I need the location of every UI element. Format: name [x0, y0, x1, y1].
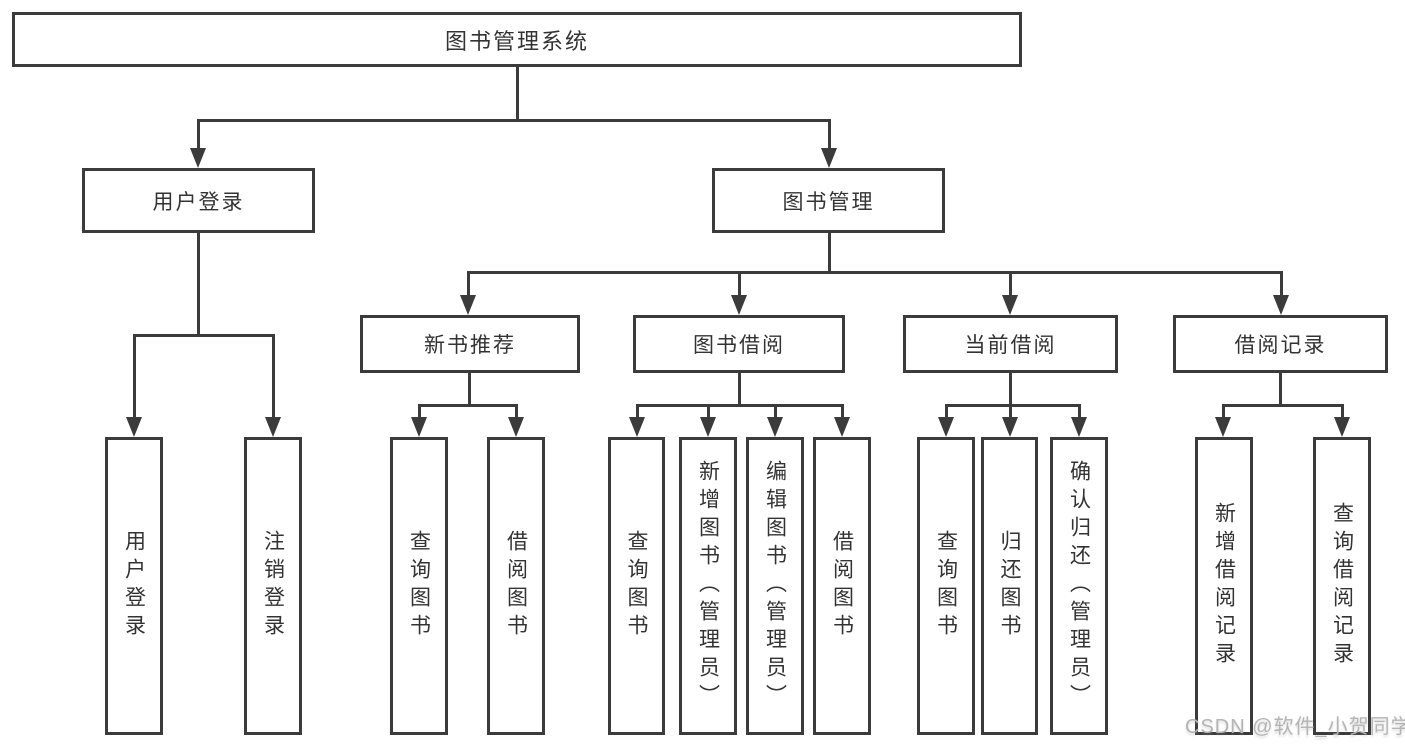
node-borrow-records: 借阅记录 [1173, 315, 1388, 373]
arrow-down-icon [834, 417, 850, 437]
connector-line [828, 119, 831, 151]
leaf-logout: 注销登录 [244, 437, 302, 735]
node-book-borrow: 图书借阅 [633, 315, 845, 373]
leaf-query-borrow-record: 查询借阅记录 [1313, 437, 1371, 735]
connector-line [1341, 404, 1344, 419]
leaf-label: 归还图书 [998, 530, 1021, 642]
connector-line [1009, 373, 1012, 406]
arrow-down-icon [265, 417, 281, 437]
leaf-label: 借阅图书 [830, 530, 854, 642]
arrow-down-icon [126, 417, 142, 437]
arrow-down-icon [411, 417, 427, 437]
arrow-down-icon [1334, 417, 1350, 437]
connector-line [707, 404, 710, 419]
leaf-label: 编辑图书（管理员） [763, 460, 787, 712]
arrow-down-icon [1002, 417, 1018, 437]
connector-line [1222, 404, 1344, 407]
leaf-label: 查询图书 [934, 530, 958, 642]
arrow-down-icon [767, 417, 783, 437]
connector-line [1222, 404, 1225, 419]
leaf-label: 查询图书 [407, 530, 431, 642]
arrow-down-icon [1215, 417, 1231, 437]
connector-line [467, 271, 1283, 274]
node-book-management: 图书管理 [712, 168, 945, 233]
leaf-edit-books-admin: 编辑图书（管理员） [746, 437, 804, 735]
arrow-down-icon [460, 295, 476, 315]
connector-line [1279, 373, 1282, 406]
connector-line [1009, 271, 1012, 297]
connector-line [774, 404, 777, 419]
connector-line [197, 119, 200, 151]
connector-line [515, 404, 518, 419]
leaf-label: 借阅图书 [504, 530, 528, 642]
connector-line [1280, 271, 1283, 297]
arrow-down-icon [700, 417, 716, 437]
leaf-label: 用户登录 [122, 530, 146, 642]
leaf-label: 查询图书 [625, 530, 648, 642]
leaf-query-books: 查询图书 [608, 437, 665, 735]
connector-line [197, 119, 831, 122]
leaf-borrow-books: 借阅图书 [813, 437, 871, 735]
arrow-down-icon [508, 417, 524, 437]
arrow-down-icon [821, 148, 837, 168]
watermark: CSDN @软件_小贺同学 [1185, 716, 1405, 738]
leaf-confirm-return-admin: 确认归还（管理员） [1050, 437, 1108, 735]
leaf-add-books-admin: 新增图书（管理员） [679, 437, 737, 735]
connector-line [133, 334, 275, 337]
leaf-add-borrow-record: 新增借阅记录 [1195, 437, 1253, 735]
connector-line [1078, 404, 1081, 419]
node-new-book-recommend: 新书推荐 [360, 315, 580, 373]
connector-line [468, 373, 471, 406]
leaf-label: 新增图书（管理员） [696, 460, 720, 712]
connector-line [516, 67, 519, 120]
connector-line [1009, 404, 1012, 419]
connector-line [197, 233, 200, 335]
connector-line [133, 334, 136, 419]
arrow-down-icon [629, 417, 645, 437]
connector-line [828, 233, 831, 273]
leaf-label: 查询借阅记录 [1330, 502, 1354, 670]
leaf-label: 新增借阅记录 [1212, 502, 1236, 670]
leaf-query-books: 查询图书 [917, 437, 975, 735]
leaf-label: 确认归还（管理员） [1067, 460, 1091, 712]
leaf-label: 注销登录 [261, 530, 285, 642]
node-current-borrow: 当前借阅 [903, 315, 1118, 373]
leaf-user-login: 用户登录 [105, 437, 163, 735]
leaf-query-books: 查询图书 [390, 437, 448, 735]
connector-line [467, 271, 470, 297]
connector-line [945, 404, 1081, 407]
connector-line [945, 404, 948, 419]
connector-line [738, 373, 741, 406]
arrow-down-icon [1002, 295, 1018, 315]
arrow-down-icon [938, 417, 954, 437]
connector-line [418, 404, 421, 419]
connector-line [272, 334, 275, 419]
connector-line [841, 404, 844, 419]
node-root: 图书管理系统 [12, 12, 1022, 67]
arrow-down-icon [1273, 295, 1289, 315]
leaf-borrow-books: 借阅图书 [487, 437, 545, 735]
connector-line [636, 404, 639, 419]
connector-line [636, 404, 844, 407]
leaf-return-books: 归还图书 [981, 437, 1038, 735]
arrow-down-icon [190, 148, 206, 168]
node-user-login: 用户登录 [82, 168, 315, 233]
arrow-down-icon [1071, 417, 1087, 437]
connector-line [418, 404, 518, 407]
connector-line [738, 271, 741, 297]
arrow-down-icon [731, 295, 747, 315]
